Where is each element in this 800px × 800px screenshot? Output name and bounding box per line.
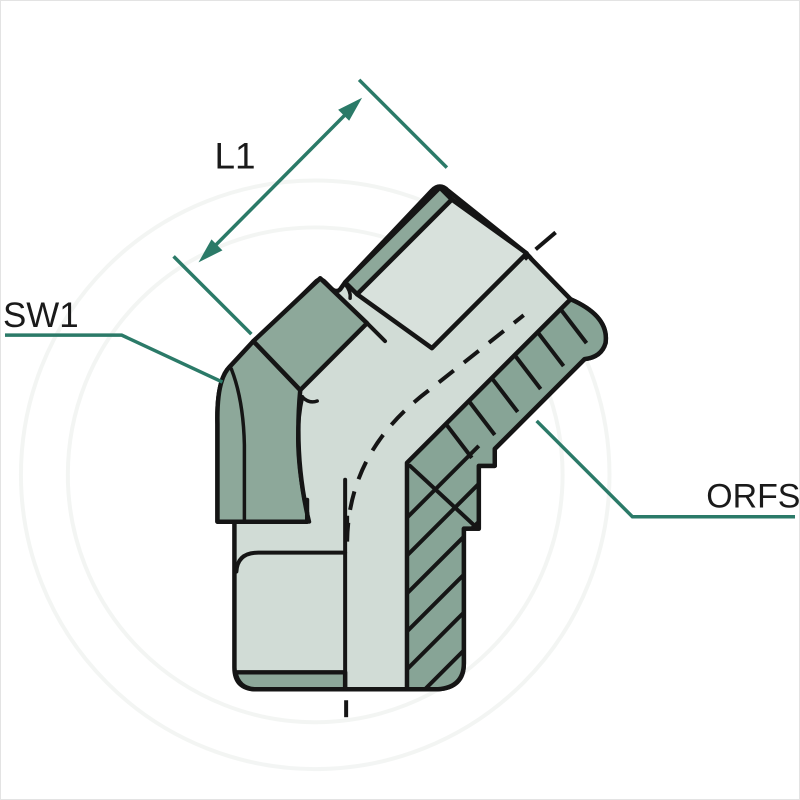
dimension-annotations: L1 SW1 ORFS — [3, 78, 799, 519]
orfs-leader-line — [535, 419, 796, 519]
l1-arrowhead-start — [198, 239, 223, 263]
dimension-label-sw1: SW1 — [3, 296, 79, 335]
orfs-end-face — [342, 185, 529, 351]
dimension-label-orfs: ORFS — [706, 478, 799, 516]
bottom-port — [233, 477, 348, 692]
bottom-rim-band — [233, 670, 348, 692]
l1-arrowhead-end — [338, 97, 363, 121]
body-detail-lines — [295, 282, 388, 524]
l1-dimension — [172, 78, 449, 336]
hex-facet-divider — [229, 367, 247, 522]
watermark — [18, 178, 612, 772]
thread-hatching — [406, 308, 589, 690]
sealing-face — [354, 197, 529, 351]
thread-region — [404, 297, 609, 692]
centerlines — [344, 230, 557, 718]
sw1-leader-line — [4, 333, 224, 384]
fitting-drawing — [215, 184, 609, 718]
dimension-label-l1: L1 — [214, 136, 255, 177]
